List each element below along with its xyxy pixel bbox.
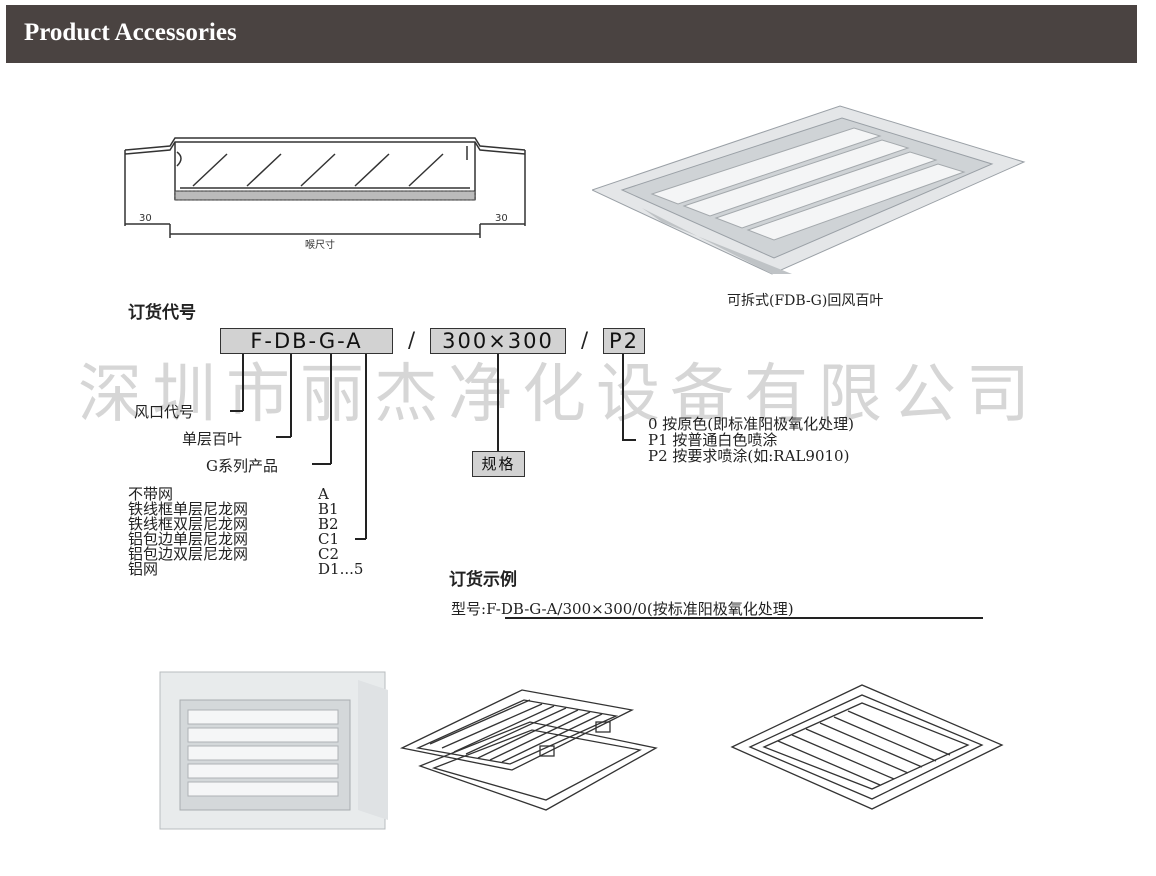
order-example-model: 型号:F-DB-G-A/300×300/0(按标准阳极氧化处理) [451, 598, 794, 619]
dim-left-label: 30 [139, 213, 152, 224]
company-watermark: 深圳市丽杰净化设备有限公司 [78, 358, 1040, 432]
label-outlet-code: 风口代号 [134, 403, 195, 421]
header-bar: Product Accessories [6, 5, 1137, 63]
order-code-heading: 订货代号 [128, 303, 196, 323]
page-title: Product Accessories [24, 19, 237, 46]
connector-line [276, 436, 291, 438]
separator-1: / [408, 328, 416, 352]
label-single-louver: 单层百叶 [182, 430, 243, 448]
connector-line [365, 354, 367, 539]
order-example-heading: 订货示例 [449, 570, 517, 590]
spec-box: 规格 [472, 451, 525, 477]
connector-line [497, 354, 499, 452]
connector-line [290, 354, 292, 437]
label-g-series: G系列产品 [206, 457, 278, 475]
square-grille-drawing [730, 684, 1004, 810]
connector-line [622, 354, 624, 440]
paint-box: P2 [603, 328, 645, 354]
throat-size-label: 喉尺寸 [305, 238, 335, 251]
front-grille-photo [159, 671, 388, 830]
paint-option: 0 按原色(即标准阳极氧化处理) [648, 415, 855, 433]
dim-right-label: 30 [495, 213, 508, 224]
separator-2: / [581, 328, 589, 352]
connector-line [242, 354, 244, 411]
paint-option: P2 按要求喷涂(如:RAL9010) [648, 447, 850, 465]
paint-option: P1 按普通白色喷涂 [648, 431, 778, 449]
connector-line [312, 463, 331, 465]
cross-section-drawing: 30 30 喉尺寸 [124, 137, 526, 251]
model-value: F-DB-G-A/300×300/0(按标准阳极氧化处理) [486, 600, 794, 618]
hinged-grille-drawing [400, 689, 658, 811]
photo-caption: 可拆式(FDB-G)回风百叶 [727, 293, 884, 309]
model-underline [505, 617, 983, 619]
code-box: F-DB-G-A [220, 328, 393, 354]
louver-photo [592, 105, 1026, 275]
model-prefix: 型号: [451, 600, 487, 618]
connector-line [230, 410, 243, 412]
connector-line [330, 354, 332, 464]
connector-line [355, 538, 366, 540]
connector-line [622, 439, 636, 441]
size-box: 300×300 [430, 328, 566, 354]
